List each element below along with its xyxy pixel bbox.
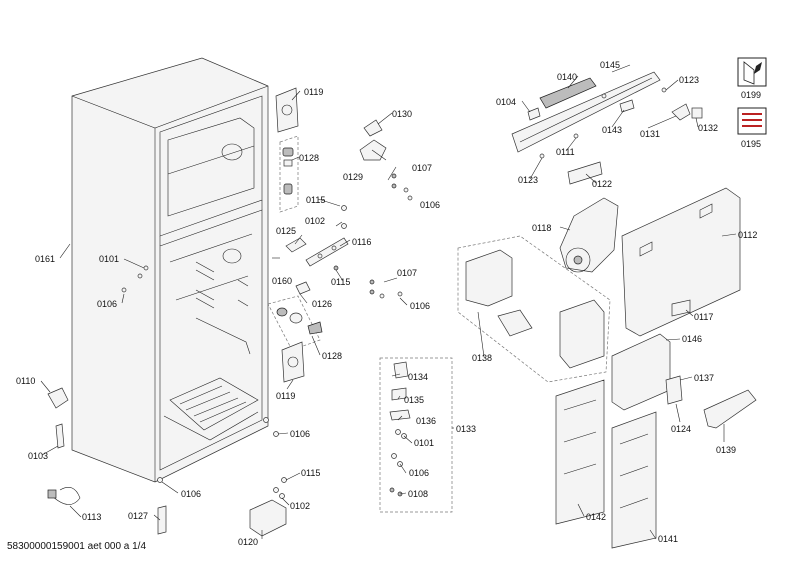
part-label: 0138 bbox=[472, 353, 492, 363]
part-label: 0101 bbox=[414, 438, 434, 448]
part-label: 0126 bbox=[312, 299, 332, 309]
document-footer: 58300000159001 aet 000 a 1/4 bbox=[7, 541, 147, 552]
part-label: 0106 bbox=[409, 468, 429, 478]
part-label: 0128 bbox=[299, 153, 319, 163]
part-label: 0117 bbox=[694, 312, 713, 322]
part-label: 0131 bbox=[640, 129, 660, 139]
part-label: 0116 bbox=[352, 237, 371, 247]
part-label: 0132 bbox=[698, 123, 718, 133]
part-label: 0135 bbox=[404, 395, 424, 405]
part-label: 0139 bbox=[716, 445, 736, 455]
part-label: 0123 bbox=[679, 75, 699, 85]
wrench-icon-label: 0199 bbox=[741, 90, 761, 100]
part-label: 0123 bbox=[518, 175, 538, 185]
part-label: 0102 bbox=[290, 501, 310, 511]
part-label: 0122 bbox=[592, 179, 612, 189]
part-label: 0106 bbox=[181, 489, 201, 499]
part-label: 0106 bbox=[290, 429, 310, 439]
part-label: 0120 bbox=[238, 537, 258, 547]
part-label: 0112 bbox=[738, 230, 757, 240]
part-label: 0106 bbox=[97, 299, 117, 309]
part-label: 0129 bbox=[343, 172, 363, 182]
part-label: 0142 bbox=[586, 512, 606, 522]
part-label: 0104 bbox=[496, 97, 516, 107]
part-label: 0110 bbox=[16, 376, 35, 386]
leader-lines bbox=[40, 64, 737, 540]
part-label: 0119 bbox=[276, 391, 295, 401]
part-label: 0107 bbox=[397, 268, 417, 278]
part-label: 0106 bbox=[420, 200, 440, 210]
part-label: 0137 bbox=[694, 373, 714, 383]
cabinet-drawing bbox=[71, 57, 269, 483]
part-label: 0115 bbox=[306, 195, 325, 205]
coil-icon-label: 0195 bbox=[741, 139, 761, 149]
part-label: 0160 bbox=[272, 276, 292, 286]
fan-duct-parts bbox=[457, 187, 741, 383]
part-label: 0133 bbox=[456, 424, 476, 434]
part-label: 0115 bbox=[301, 468, 320, 478]
part-label: 0128 bbox=[322, 351, 342, 361]
part-label: 0106 bbox=[410, 301, 430, 311]
part-label: 0108 bbox=[408, 489, 428, 499]
part-label: 0125 bbox=[276, 226, 296, 236]
part-label: 0118 bbox=[532, 223, 551, 233]
part-label: 0107 bbox=[412, 163, 432, 173]
part-label: 0124 bbox=[671, 424, 691, 434]
part-label: 0130 bbox=[392, 109, 412, 119]
part-label: 0101 bbox=[99, 254, 119, 264]
wrench-icon bbox=[737, 57, 767, 87]
part-label: 0141 bbox=[658, 534, 678, 544]
part-label: 0143 bbox=[602, 125, 622, 135]
part-label: 0146 bbox=[682, 334, 702, 344]
part-labels: 0119 0128 0130 0129 0107 0115 0106 0125 … bbox=[16, 60, 761, 547]
coil-icon bbox=[737, 107, 767, 135]
part-label: 0134 bbox=[408, 372, 428, 382]
control-bar-parts bbox=[511, 71, 703, 185]
small-parts-box bbox=[379, 357, 453, 513]
part-label: 0136 bbox=[416, 416, 436, 426]
part-label: 0145 bbox=[600, 60, 620, 70]
part-label: 0102 bbox=[305, 216, 325, 226]
door-bin-parts bbox=[555, 333, 757, 549]
part-label: 0103 bbox=[28, 451, 48, 461]
part-label: 0140 bbox=[557, 72, 577, 82]
part-label: 0111 bbox=[556, 147, 575, 157]
part-label: 0161 bbox=[35, 254, 55, 264]
part-label: 0113 bbox=[82, 512, 101, 522]
part-label: 0119 bbox=[304, 87, 323, 97]
part-label: 0127 bbox=[128, 511, 148, 521]
part-label: 0115 bbox=[331, 277, 350, 287]
